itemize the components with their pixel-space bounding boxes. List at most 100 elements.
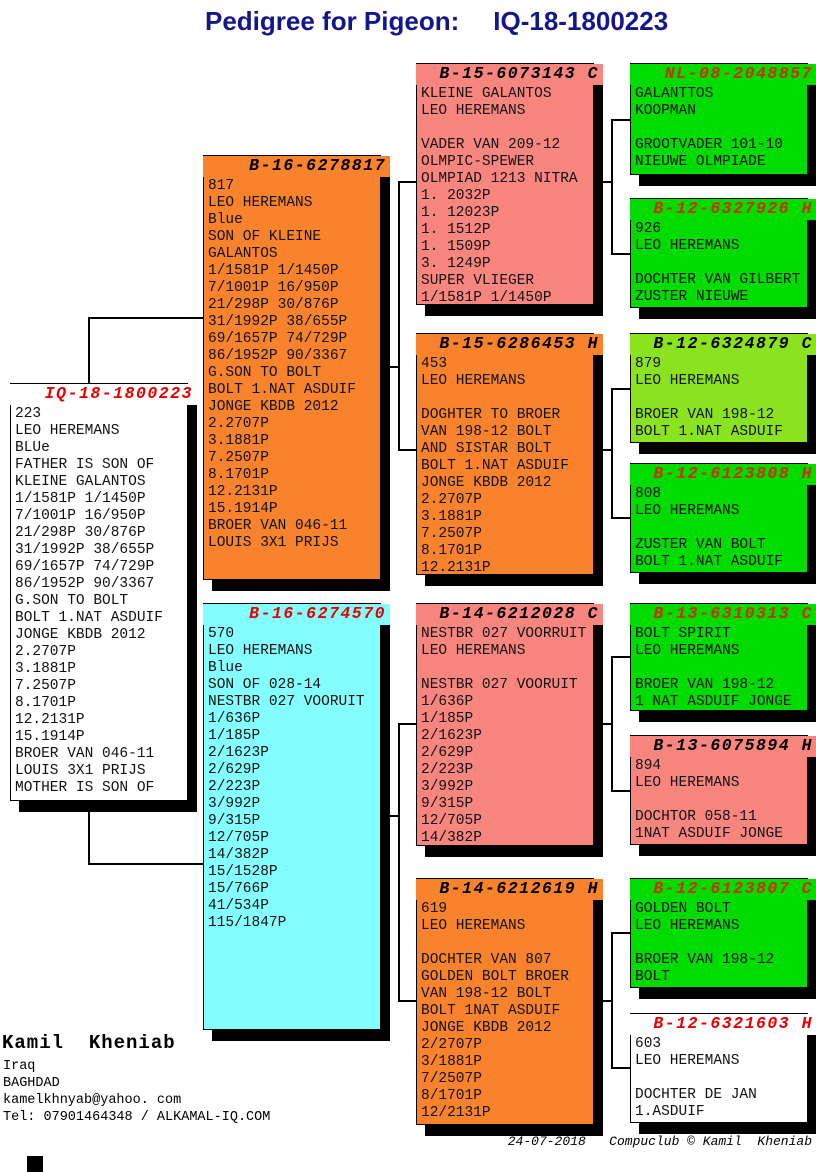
pedigree-line: 12/2131P	[421, 1105, 491, 1121]
pedigree-line: 570	[208, 626, 235, 642]
pedigree-line: LEO HEREMANS	[635, 775, 740, 791]
pedigree-line: 69/1657P 74/729P	[208, 331, 348, 347]
pedigree-line: SON OF KLEINE	[208, 229, 322, 245]
pedigree-line: KLEINE GALANTOS	[421, 86, 552, 102]
box-ring-number: B-12-6123808 H	[630, 464, 816, 485]
pedigree-line: NESTBR 027 VOORUIT	[421, 677, 578, 693]
pedigree-line	[421, 120, 592, 137]
breeder-city: BAGHDAD	[3, 1076, 60, 1091]
connector-line	[594, 1000, 612, 1002]
pedigree-line: 15/1528P	[208, 864, 278, 880]
pedigree-line: 1 NAT ASDUIF JONGE	[635, 694, 792, 710]
connector-line	[611, 119, 613, 255]
pedigree-line	[421, 390, 592, 407]
page-title: Pedigree for Pigeon:IQ-18-1800223	[205, 6, 668, 37]
pedigree-line: 9/315P	[208, 813, 261, 829]
pedigree-line: 12/705P	[421, 813, 482, 829]
pedigree-line: 1NAT ASDUIF JONGE	[635, 826, 783, 842]
pedigree-line: GALANTTOS	[635, 86, 714, 102]
connector-line	[88, 317, 90, 384]
page-corner-mark	[27, 1156, 43, 1172]
pedigree-line: JONGE KBDB 2012	[15, 627, 146, 643]
pedigree-line: BROER VAN 046-11	[208, 518, 348, 534]
pedigree-line: 1/636P	[208, 711, 261, 727]
pedigree-line: BOLT	[635, 969, 670, 985]
pedigree-line: 808	[635, 486, 662, 502]
pedigree-line: 926	[635, 221, 662, 237]
pedigree-line: 12.2131P	[421, 560, 491, 574]
pedigree-line	[421, 660, 592, 677]
pedigree-line: LEO HEREMANS	[635, 238, 740, 254]
pedigree-line: GROOTVADER 101-10	[635, 137, 783, 153]
connector-line	[88, 801, 90, 865]
pedigree-line: BOLT 1.NAT ASDUIF	[208, 382, 356, 398]
connector-line	[594, 181, 612, 183]
connector-line	[611, 388, 613, 519]
box-ring-number: B-12-6321603 H	[630, 1014, 816, 1035]
pedigree-line: 86/1952P 90/3367	[15, 576, 155, 592]
connector-line	[381, 815, 399, 817]
pedigree-line: LEO HEREMANS	[635, 918, 740, 934]
pedigree-line: 817	[208, 178, 235, 194]
pedigree-line: JONGE KBDB 2012	[421, 475, 552, 491]
box-ring-number: B-13-6310313 C	[630, 604, 816, 625]
connector-line	[398, 723, 416, 725]
connector-line	[611, 119, 630, 121]
pedigree-line: BROER VAN 198-12	[635, 677, 775, 693]
pedigree-line: 7/2507P	[421, 1071, 482, 1087]
pedigree-line: NESTBR 027 VOORUIT	[208, 694, 365, 710]
pedigree-line: 14/382P	[208, 847, 269, 863]
page-title-label: Pedigree for Pigeon:	[205, 6, 460, 36]
connector-line	[611, 517, 630, 519]
connector-line	[611, 656, 613, 792]
pedigree-line: 2.2707P	[208, 416, 269, 432]
pedigree-line: 1/1581P 1/1450P	[421, 290, 552, 304]
pedigree-line: Blue	[208, 660, 243, 676]
pedigree-line: 7.2507P	[208, 450, 269, 466]
pedigree-line: ZUSTER NIEUWE	[635, 289, 749, 305]
pedigree-line: MOTHER IS SON OF	[15, 780, 155, 796]
pedigree-line: BOLT 1NAT ASDUIF	[421, 1003, 561, 1019]
pedigree-line: 15/766P	[208, 881, 269, 897]
pedigree-line: 1. 12023P	[421, 205, 500, 221]
pedigree-line: DOCHTER VAN 807	[421, 952, 552, 968]
box-ring-number: B-16-6278817	[203, 156, 390, 177]
pedigree-line: AND SISTAR BOLT	[421, 441, 552, 457]
pedigree-line: 3/1881P	[421, 1054, 482, 1070]
box-ring-number: IQ-18-1800223	[10, 384, 197, 405]
pedigree-line: VAN 198-12 BOLT	[421, 424, 552, 440]
pedigree-line: 8.1701P	[15, 695, 76, 711]
box-ring-number: B-12-6327926 H	[630, 199, 816, 220]
pedigree-line: G.SON TO BOLT	[15, 593, 129, 609]
pedigree-line: 2/2707P	[421, 1037, 482, 1053]
pedigree-line: 2/629P	[208, 762, 261, 778]
pedigree-line: KOOPMAN	[635, 103, 696, 119]
connector-line	[398, 723, 400, 1002]
pedigree-line: DOCHTER DE JAN	[635, 1087, 757, 1103]
pedigree-line: 8/1701P	[421, 1088, 482, 1104]
box-ring-number: NL-08-2048857	[630, 64, 816, 85]
pedigree-line: BROER VAN 198-12	[635, 407, 775, 423]
pedigree-line: 7.2507P	[421, 526, 482, 542]
pedigree-line: BOLT 1.NAT ASDUIF	[15, 610, 163, 626]
pedigree-line: 3.1881P	[15, 661, 76, 677]
pedigree-line: 2.2707P	[15, 644, 76, 660]
pedigree-line: 2.2707P	[421, 492, 482, 508]
connector-line	[611, 932, 630, 934]
connector-line	[398, 449, 416, 451]
